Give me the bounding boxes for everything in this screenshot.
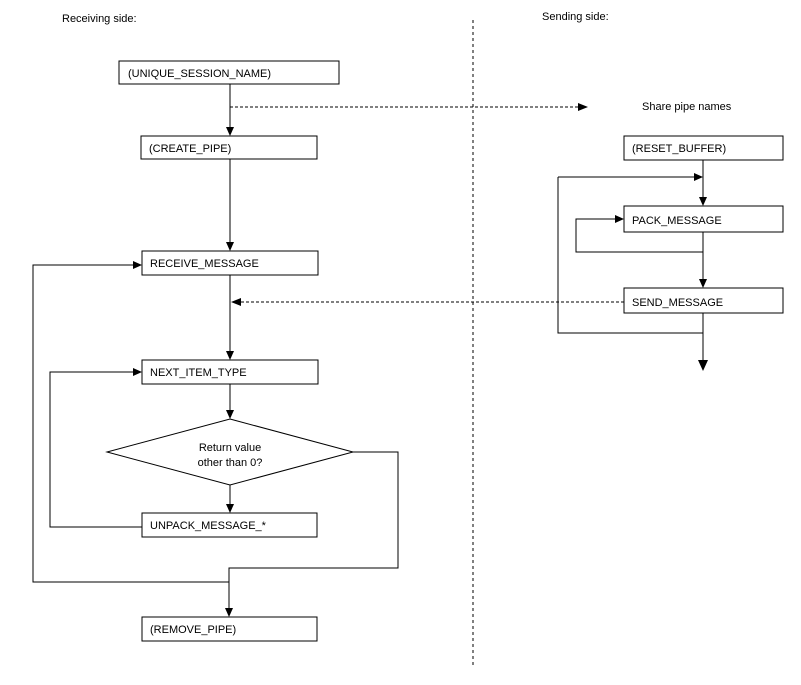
decision-text-line1: Return value	[199, 442, 261, 454]
arrowhead-into-create-pipe	[226, 127, 234, 136]
inner-loop-pack-to-pack	[575, 218, 703, 253]
box-send-message	[623, 287, 784, 314]
box-next-item-type	[141, 359, 319, 385]
box-receive-message-label: RECEIVE_MESSAGE	[150, 258, 259, 270]
box-create-pipe	[140, 135, 318, 160]
arrowhead-into-pack-left	[615, 215, 624, 223]
box-remove-pipe-label: (REMOVE_PIPE)	[150, 624, 236, 636]
box-send-message-label: SEND_MESSAGE	[632, 297, 723, 309]
box-receive-message	[141, 250, 319, 276]
loop-back-to-receive	[32, 264, 229, 583]
arrowhead-into-next-left	[133, 368, 142, 376]
sending-side-boxes: (RESET_BUFFER) PACK_MESSAGE SEND_MESSAGE	[623, 135, 784, 314]
arrowhead-into-next-top	[226, 351, 234, 360]
arrowhead-into-receive-top	[226, 242, 234, 251]
receiving-side-boxes: (UNIQUE_SESSION_NAME) (CREATE_PIPE) RECE…	[118, 60, 340, 642]
arrowheads	[133, 103, 708, 617]
receiving-side-connectors	[32, 84, 399, 609]
box-remove-pipe	[141, 616, 318, 642]
arrowhead-share-pipe-right	[578, 103, 588, 111]
box-next-item-type-label: NEXT_ITEM_TYPE	[150, 367, 247, 379]
arrowhead-into-receive-left	[133, 261, 142, 269]
sending-side-heading: Sending side:	[542, 11, 609, 23]
box-pack-message-label: PACK_MESSAGE	[632, 215, 722, 227]
box-unpack-message-label: UNPACK_MESSAGE_*	[150, 520, 267, 532]
arrowhead-into-send	[699, 279, 707, 288]
share-pipe-names-label: Share pipe names	[642, 101, 732, 113]
decision-text-line2: other than 0?	[198, 457, 263, 469]
arrowhead-into-remove-pipe	[225, 608, 233, 617]
box-pack-message	[623, 205, 784, 233]
receiving-side-heading: Receiving side:	[62, 13, 137, 25]
arrowhead-into-pack-top	[699, 197, 707, 206]
box-reset-buffer-label: (RESET_BUFFER)	[632, 143, 726, 155]
sending-side-connectors	[557, 160, 704, 361]
arrowhead-send-to-receive-left	[231, 298, 241, 306]
outer-loop-send-to-pack	[557, 177, 703, 334]
decision-diamond-group: Return value other than 0?	[105, 418, 355, 486]
arrowhead-terminal-down	[698, 360, 708, 371]
loop-unpack-to-next	[49, 371, 142, 528]
box-unique-session-name-label: (UNIQUE_SESSION_NAME)	[128, 68, 271, 80]
decision-diamond	[105, 418, 355, 486]
arrowhead-into-decision	[226, 410, 234, 419]
box-create-pipe-label: (CREATE_PIPE)	[149, 143, 231, 155]
box-reset-buffer	[623, 135, 784, 161]
box-unique-session-name	[118, 60, 340, 85]
arrowhead-outer-loop-entry	[694, 173, 703, 181]
arrowhead-into-unpack	[226, 504, 234, 513]
box-unpack-message	[141, 512, 318, 538]
